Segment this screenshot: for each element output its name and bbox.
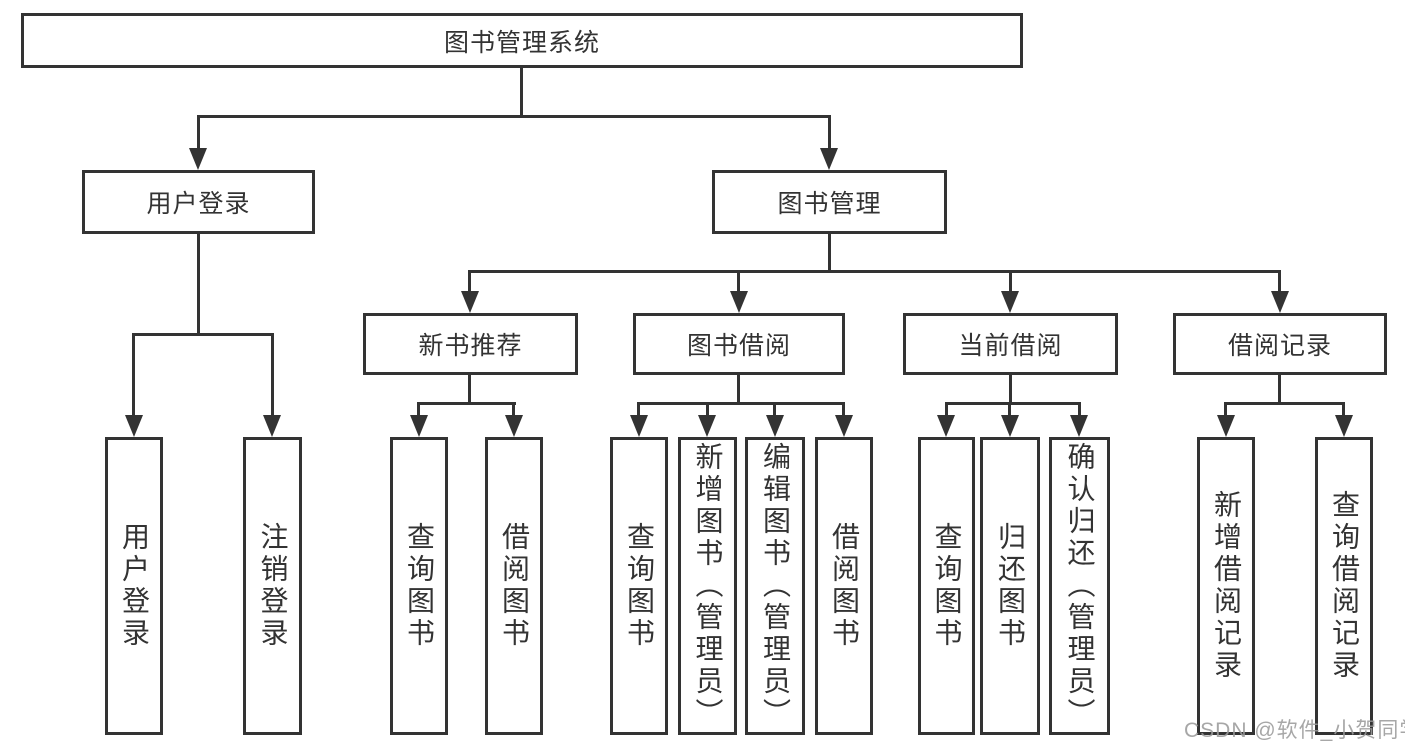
connector-drop [468,375,471,404]
connector-level3-stem [1009,270,1012,293]
connector-leaf-stem [132,333,135,417]
arrowhead-down-icon [937,415,955,437]
connector-leaf-stem [842,402,845,417]
arrowhead-down-icon [1070,415,1088,437]
connector-user-login-stem [197,115,200,151]
leaf-borrow-books-recommend: 借阅图书 [485,437,543,735]
connector-leaf-stem [773,402,776,417]
arrowhead-down-icon [766,415,784,437]
connector-leaf-stem [637,402,640,417]
leaf-label: 查询图书 [404,522,435,650]
connector-leaf-stem [1342,402,1345,417]
leaf-borrow-books: 借阅图书 [815,437,873,735]
node-root-label: 图书管理系统 [443,28,600,57]
leaf-query-books-current: 查询图书 [918,437,975,735]
leaf-logout: 注销登录 [243,437,302,735]
node-borrowing-records-label: 借阅记录 [1227,332,1332,360]
connector-leaf-stem [945,402,948,417]
node-book-management: 图书管理 [712,170,947,234]
node-new-book-recommendation-label: 新书推荐 [418,332,523,360]
connector-rail [1224,402,1345,405]
connector-drop [1009,375,1012,404]
leaf-label: 查询借阅记录 [1329,490,1360,682]
leaf-label: 用户登录 [119,522,150,650]
arrowhead-down-icon [505,415,523,437]
node-borrowing-records: 借阅记录 [1173,313,1387,375]
leaf-label: 查询图书 [624,522,655,650]
node-book-management-label: 图书管理 [777,190,882,218]
leaf-edit-books-admin: 编辑图书（管理员） [745,437,805,735]
node-user-login: 用户登录 [82,170,315,234]
arrowhead-down-icon [820,148,838,170]
connector-book-management-drop [828,234,831,272]
connector-level3-stem [468,270,471,293]
arrowhead-down-icon [630,415,648,437]
leaf-label: 注销登录 [257,522,289,650]
leaf-add-books-admin: 新增图书（管理员） [678,437,737,735]
connector-level3-stem [1278,270,1281,293]
leaf-query-books-borrowing: 查询图书 [610,437,668,735]
leaf-user-login: 用户登录 [105,437,163,735]
connector-level2-rail [197,115,831,118]
leaf-label: 新增借阅记录 [1211,490,1242,682]
leaf-query-books-recommend: 查询图书 [390,437,448,735]
leaf-label: 借阅图书 [499,522,530,650]
arrowhead-down-icon [1335,415,1353,437]
connector-level3-rail [468,270,1281,273]
connector-user-login-drop [197,234,200,335]
connector-leaf-stem [417,402,420,417]
arrowhead-down-icon [125,415,143,437]
connector-leaf-stem [1008,402,1011,417]
arrowhead-down-icon [730,291,748,313]
connector-rail [945,402,1081,405]
node-root: 图书管理系统 [21,13,1023,68]
connector-rail [637,402,845,405]
node-new-book-recommendation: 新书推荐 [363,313,578,375]
leaf-label: 借阅图书 [829,522,860,650]
connector-drop [1278,375,1281,404]
connector-drop [737,375,740,404]
leaf-label: 归还图书 [995,522,1026,650]
connector-book-management-stem [828,115,831,151]
arrowhead-down-icon [1001,291,1019,313]
leaf-label: 编辑图书（管理员） [760,442,791,730]
connector-leaf-stem [706,402,709,417]
connector-root-drop [520,68,523,117]
leaf-label: 查询图书 [931,522,963,650]
connector-rail [417,402,516,405]
arrowhead-down-icon [461,291,479,313]
arrowhead-down-icon [263,415,281,437]
node-current-borrowing: 当前借阅 [903,313,1118,375]
leaf-label: 确认归还（管理员） [1064,442,1096,730]
arrowhead-down-icon [1271,291,1289,313]
connector-leaf-stem [1224,402,1227,417]
arrowhead-down-icon [1001,415,1019,437]
leaf-label: 新增图书（管理员） [692,442,724,730]
node-book-borrowing-label: 图书借阅 [686,332,791,360]
connector-leaf-stem [512,402,515,417]
leaf-confirm-return-admin: 确认归还（管理员） [1049,437,1110,735]
leaf-query-borrow-record: 查询借阅记录 [1315,437,1373,735]
arrowhead-down-icon [835,415,853,437]
leaf-add-borrow-record: 新增借阅记录 [1197,437,1255,735]
node-user-login-label: 用户登录 [146,190,251,218]
csdn-watermark: CSDN @软件_小贺同学 [1184,719,1405,742]
node-book-borrowing: 图书借阅 [633,313,845,375]
arrowhead-down-icon [1217,415,1235,437]
arrowhead-down-icon [698,415,716,437]
node-current-borrowing-label: 当前借阅 [958,332,1063,360]
arrowhead-down-icon [410,415,428,437]
arrowhead-down-icon [189,148,207,170]
connector-user-login-rail [132,333,274,336]
connector-leaf-stem [271,333,274,417]
connector-level3-stem [737,270,740,293]
leaf-return-books: 归还图书 [980,437,1040,735]
connector-leaf-stem [1078,402,1081,417]
